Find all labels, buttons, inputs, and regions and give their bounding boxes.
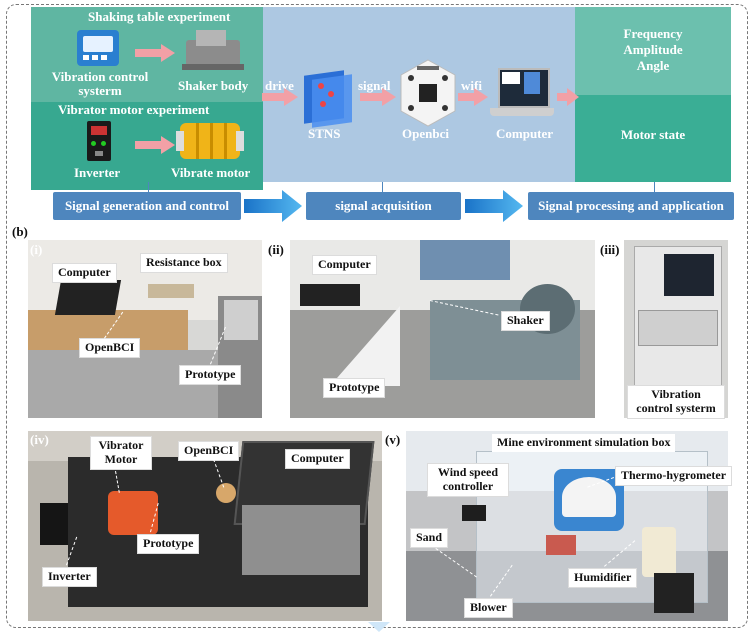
vibrate-motor-label: Vibrate motor	[171, 165, 251, 180]
vibrate-motor-image	[176, 121, 244, 161]
stns-label: STNS	[308, 126, 341, 141]
arrow-to-motor	[135, 136, 175, 154]
p5-wind-text: Wind speed controller	[437, 465, 499, 493]
p3-vcs-label: Vibration control systerm	[627, 385, 725, 419]
p5-thermo-label: Thermo-hygrometer	[615, 466, 733, 486]
shaking-table-title: Shaking table experiment	[88, 9, 231, 24]
inverter-label: Inverter	[74, 165, 121, 180]
p2-shaker-label: Shaker	[501, 311, 550, 331]
p5-sand-label: Sand	[410, 528, 449, 548]
p2-prototype-label: Prototype	[323, 378, 386, 398]
signal-arrow	[360, 88, 396, 106]
p2-computer-label: Computer	[312, 255, 377, 275]
panel-b-tag: (b)	[12, 224, 28, 239]
bottom-chevron-icon	[368, 622, 390, 632]
p4-openbci-label: OpenBCI	[178, 441, 240, 461]
p4-computer-label: Computer	[285, 449, 350, 469]
stage-signal-generation: Signal generation and control	[53, 192, 241, 220]
output-angle: Angle	[636, 58, 670, 73]
stage-line-1	[148, 182, 149, 192]
openbci-board	[400, 59, 456, 127]
p4-inverter-label: Inverter	[42, 567, 97, 587]
p4-prototype-label: Prototype	[137, 534, 200, 554]
vibrator-motor-title: Vibrator motor experiment	[58, 102, 210, 117]
stage-signal-acquisition: signal acquisition	[306, 192, 461, 220]
p5-wind-label: Wind speed controller	[427, 463, 509, 497]
photo-iii-tag: (iii)	[600, 242, 620, 257]
computer-label: Computer	[496, 126, 554, 141]
drive-arrow	[262, 88, 298, 106]
stage-line-2	[382, 182, 383, 192]
shaker-body-label: Shaker body	[178, 78, 249, 93]
inverter-icon	[87, 121, 111, 161]
panel-a-tag: (a)	[12, 8, 28, 23]
output-frequency: Frequency	[623, 26, 683, 41]
stage-line-3	[654, 182, 655, 192]
p4-motor-text: Vibrator Motor	[98, 438, 144, 466]
photo-v	[406, 431, 728, 621]
output-motor-state: Motor state	[620, 127, 686, 142]
output-block-bottom	[575, 95, 731, 182]
output-arrow	[557, 88, 579, 106]
p5-blower-label: Blower	[464, 598, 513, 618]
vibration-controller-icon	[77, 30, 119, 66]
photo-ii-tag: (ii)	[268, 242, 284, 257]
wifi-arrow	[458, 88, 488, 106]
output-block-top	[575, 7, 731, 95]
photo-iv-tag: (iv)	[30, 432, 49, 447]
drive-label: drive	[265, 78, 294, 93]
shaker-body-image	[182, 26, 244, 72]
wifi-label: wifi	[461, 78, 482, 93]
p1-computer-label: Computer	[52, 263, 117, 283]
photo-v-tag: (v)	[385, 432, 401, 447]
p5-humidifier-label: Humidifier	[568, 568, 638, 588]
p1-resistance-label: Resistance box	[140, 253, 228, 273]
p4-motor-label: Vibrator Motor	[90, 436, 152, 470]
vibration-control-label: Vibration control systerm	[51, 69, 149, 99]
p5-box-label: Mine environment simulation box	[492, 434, 676, 452]
stage-signal-processing: Signal processing and application	[528, 192, 734, 220]
p1-prototype-label: Prototype	[179, 365, 242, 385]
stns-device	[300, 69, 356, 128]
photo-i-tag: (i)	[30, 242, 43, 257]
output-amplitude: Amplitude	[623, 42, 683, 57]
stage-arrow-2	[465, 190, 523, 222]
p3-vcs-text: Vibration control systerm	[636, 387, 716, 415]
openbci-label: Openbci	[402, 126, 449, 141]
arrow-to-shaker	[135, 44, 175, 62]
computer-image	[490, 66, 554, 120]
p1-openbci-label: OpenBCI	[79, 338, 141, 358]
stage-arrow-1	[244, 190, 302, 222]
